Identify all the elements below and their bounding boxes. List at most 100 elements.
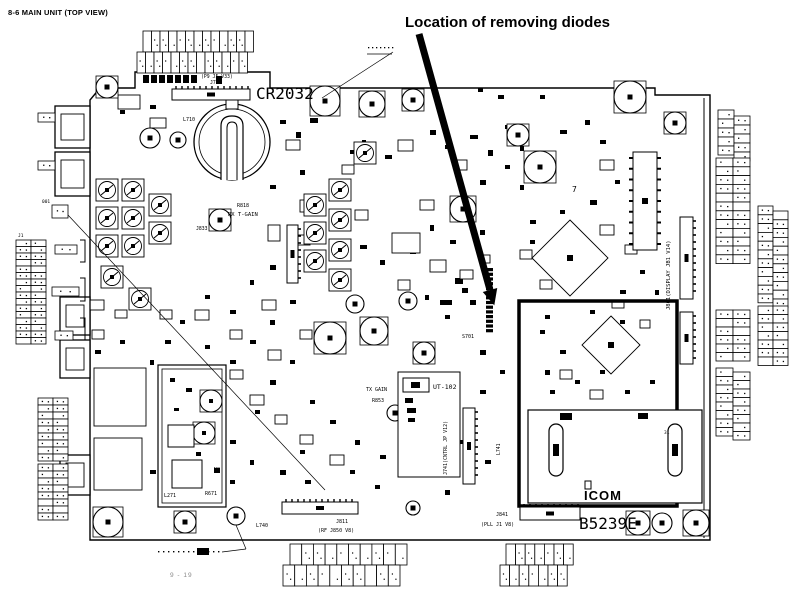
pin-table-text-mark [782, 318, 785, 320]
smd-pad [575, 380, 580, 384]
pin-table-text-mark [19, 288, 22, 290]
pin-table-text-mark [502, 573, 505, 575]
tab-pin [216, 76, 222, 84]
smd-pad [150, 105, 156, 109]
pin-table-text-mark [34, 242, 37, 244]
pin-table-cell [185, 30, 195, 53]
pin-table-cell [37, 512, 54, 521]
leader-line [235, 524, 247, 550]
label-box [37, 160, 56, 171]
pin-table-cell [757, 284, 774, 295]
jack-body [59, 339, 91, 379]
pin-table-cell [37, 453, 54, 462]
component-outline [354, 209, 369, 221]
pin-table-text-mark [62, 474, 65, 476]
pin-table-text-mark [776, 326, 779, 328]
edge-connector-mark [207, 92, 215, 97]
pin-table-text-mark [395, 578, 397, 580]
pin-table-cell [715, 352, 734, 362]
pin-table-text-mark [40, 327, 43, 329]
smd-pad [165, 340, 171, 344]
pin-table-text-mark [56, 442, 59, 445]
pin-table-text-mark [41, 442, 44, 445]
pin-table-text-mark [767, 262, 770, 265]
ut102-pad [407, 408, 416, 413]
pin-table-cell [15, 259, 32, 267]
pin-table-text-mark [727, 179, 729, 181]
pin-table-text-mark [727, 397, 729, 399]
capacitor-mark [352, 301, 358, 307]
trimmer-center [131, 216, 135, 220]
component-label: J841 [496, 512, 508, 518]
trimmer-center [105, 188, 109, 192]
pin-table-text-mark [505, 578, 507, 580]
pin-table-cell [219, 30, 229, 53]
trimmer-components [95, 141, 377, 311]
pin-table-text-mark [761, 209, 764, 211]
trimmer-center [110, 275, 114, 279]
pin-table-cell [227, 30, 237, 53]
trimmer-center [338, 248, 342, 252]
pin-table-text-mark [56, 428, 59, 431]
pin-table-text-mark [34, 255, 37, 257]
pin-table-text-mark [776, 223, 779, 225]
component-label: 7 [572, 185, 577, 194]
diode [486, 310, 493, 314]
diode-location-annotation: Location of removing diodes [405, 14, 611, 31]
pin-table-text-mark [720, 379, 722, 382]
component-outline [559, 369, 573, 380]
pin-table-text-mark [34, 262, 37, 264]
tiny-text-mark [392, 47, 394, 49]
pin-table-text-mark [56, 421, 59, 424]
smd-pad [230, 310, 236, 314]
pin-table-cell [732, 245, 751, 256]
pin-table-cell [289, 543, 303, 566]
pin-table-cell [732, 201, 751, 212]
diamond-ic-components [531, 219, 641, 375]
pin-table-text-mark [727, 347, 729, 350]
pin-table-cell [52, 505, 69, 514]
pin-table-cell [30, 337, 47, 345]
pin-table-text-mark [737, 321, 739, 324]
pin-table-text-mark [216, 60, 218, 62]
pin-table-text-mark [19, 268, 22, 270]
smd-pad [440, 300, 452, 305]
component-outline [117, 94, 141, 110]
pin-table-text-mark [25, 307, 28, 310]
pin-table-text-mark [41, 435, 44, 438]
pin-table-cell [733, 124, 751, 135]
smd-pad [310, 400, 315, 404]
pin-table-text-mark [727, 258, 729, 261]
component-outline [539, 279, 553, 290]
pin-table-text-mark [173, 44, 175, 46]
pin-table-text-mark [782, 343, 785, 346]
pin-table-cell [757, 339, 774, 349]
shield-pad [174, 408, 179, 411]
pin-table-text-mark [41, 466, 44, 469]
coil-core [553, 444, 559, 456]
pin-table-text-mark [737, 383, 739, 386]
page-title: 8-6 MAIN UNIT (TOP VIEW) [8, 8, 108, 17]
tiny-text-mark [372, 47, 374, 49]
component-label: (PLL J1 V8) [481, 522, 514, 528]
component-label: 001 [42, 199, 50, 205]
pin-table-cell [534, 543, 545, 566]
pin-table-text-mark [727, 313, 729, 316]
label-box [51, 204, 69, 219]
pin-table-text-mark [767, 352, 770, 354]
pin-table-text-mark [25, 294, 28, 297]
pin-table-cell [52, 432, 69, 441]
pin-table-text-mark [25, 327, 28, 329]
component-outline [599, 159, 615, 171]
pin-table-text-mark [776, 351, 779, 354]
pin-table-text-mark [188, 39, 190, 41]
component-outline [341, 164, 355, 175]
pin-table-text-mark [41, 515, 44, 518]
pin-table-text-mark [62, 429, 65, 431]
smd-pad [560, 210, 565, 214]
smd-pad [505, 165, 510, 169]
pin-table-text-mark [767, 318, 770, 320]
pin-table-text-mark [25, 333, 28, 336]
sip-mark [684, 254, 689, 262]
diamond-ic-mark [608, 342, 614, 348]
